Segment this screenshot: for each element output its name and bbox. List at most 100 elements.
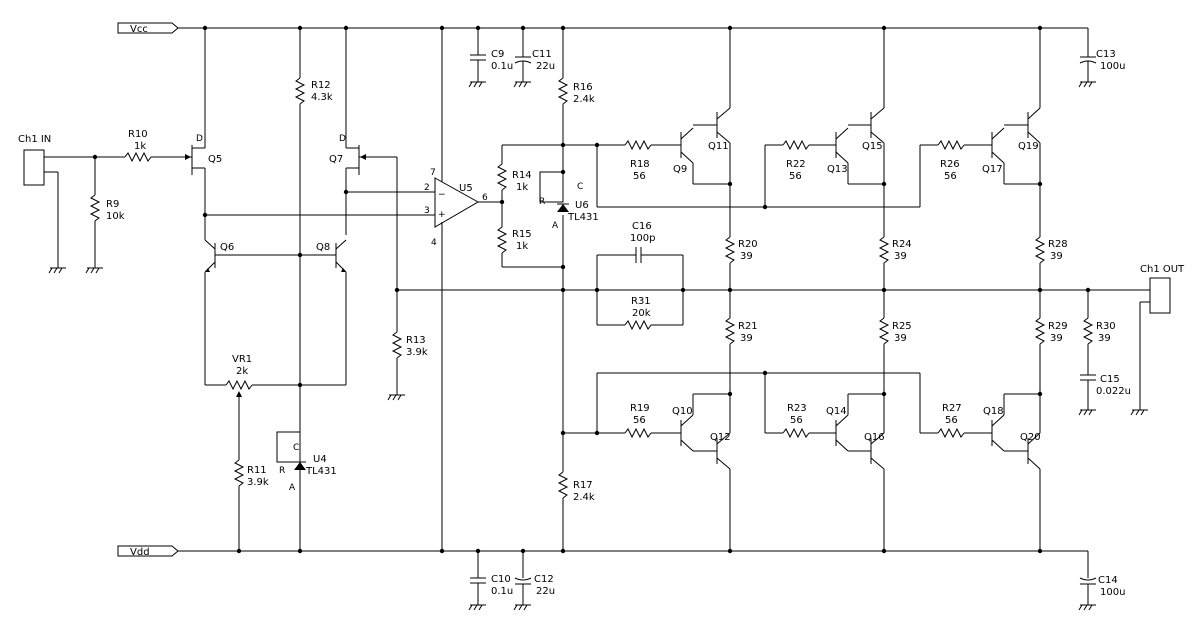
r16-ref: R16	[573, 82, 593, 93]
resistor-r16: R16 2.4k	[557, 28, 595, 178]
r14-ref: R14	[512, 170, 532, 181]
capacitor-c9: C9 0.1u	[468, 28, 513, 88]
u6-anode-pin: A	[552, 221, 559, 231]
q8-ref: Q8	[316, 242, 330, 253]
resistor-r12: R12 4.3k	[294, 28, 333, 432]
r9-value: 10k	[106, 211, 125, 222]
q5-ref: Q5	[208, 154, 222, 165]
r13-ref: R13	[406, 335, 426, 346]
q13-ref: Q13	[827, 164, 848, 175]
u6-value: TL431	[567, 212, 599, 223]
r24-ref: R24	[892, 239, 912, 250]
opamp-u5: U5 7 2 3 4 6 − +	[205, 28, 502, 551]
r21-value: 39	[740, 333, 753, 344]
c9-value: 0.1u	[491, 61, 513, 72]
c9-ref: C9	[491, 49, 504, 60]
r20-value: 39	[740, 251, 753, 262]
r19-ref: R19	[630, 403, 650, 414]
q10-ref: Q10	[672, 406, 693, 417]
u5-pin7: 7	[430, 168, 436, 178]
r17-ref: R17	[573, 480, 593, 491]
r25-value: 39	[894, 333, 907, 344]
resistor-r11: R11 3.9k	[233, 459, 269, 551]
r13-value: 3.9k	[406, 347, 428, 358]
q7-ref: Q7	[329, 154, 343, 165]
c10-value: 0.1u	[491, 586, 513, 597]
u5-plus: +	[438, 210, 446, 220]
r30-value: 39	[1098, 333, 1111, 344]
r19-value: 56	[633, 415, 646, 426]
r23-value: 56	[790, 415, 803, 426]
input-connector: Ch1 IN	[18, 134, 95, 274]
c15-ref: C15	[1100, 374, 1120, 385]
q7-drain-pin: D	[339, 134, 346, 144]
q14-ref: Q14	[826, 406, 847, 417]
u5-pin2: 2	[424, 183, 430, 193]
u6-cathode-pin: C	[577, 182, 583, 192]
c15-value: 0.022u	[1096, 386, 1131, 397]
junction-dots	[92, 25, 1091, 554]
c14-value: 100u	[1100, 587, 1125, 598]
c10-ref: C10	[491, 574, 511, 585]
capacitor-c12: C12 22u	[513, 551, 555, 611]
capacitor-c10: C10 0.1u	[468, 551, 513, 611]
r15-ref: R15	[512, 229, 532, 240]
r27-ref: R27	[942, 403, 962, 414]
resistor-r31: R31 20k	[597, 296, 683, 331]
output-connector-label: Ch1 OUT	[1140, 264, 1185, 275]
vdd-label: Vdd	[130, 547, 150, 558]
u4-cathode-pin: C	[293, 443, 299, 453]
q15-ref: Q15	[862, 141, 883, 152]
r28-ref: R28	[1048, 239, 1068, 250]
r20-ref: R20	[738, 239, 758, 250]
vr1-ref: VR1	[232, 354, 252, 365]
c13-value: 100u	[1100, 61, 1125, 72]
output-connector: Ch1 OUT	[1040, 264, 1185, 416]
u4-value: TL431	[305, 466, 337, 477]
u4-anode-pin: A	[289, 483, 296, 493]
vdd-rail: Vdd	[117, 545, 1088, 558]
q17-ref: Q17	[982, 164, 1003, 175]
u4-ref: U4	[313, 454, 327, 465]
c11-ref: C11	[532, 49, 552, 60]
q11-ref: Q11	[708, 141, 729, 152]
q18-ref: Q18	[983, 406, 1004, 417]
capacitor-c14: C14 100u	[1078, 551, 1125, 611]
u4-ref-pin: R	[279, 466, 285, 476]
r26-ref: R26	[940, 159, 960, 170]
resistor-r17: R17 2.4k	[557, 215, 595, 551]
r12-ref: R12	[311, 80, 331, 91]
capacitor-c15: C15 0.022u	[1078, 374, 1131, 416]
capacitor-c13: C13 100u	[1078, 28, 1125, 88]
r24-value: 39	[894, 251, 907, 262]
jfet-q7: D Q7	[329, 28, 397, 235]
stage-q13-q15: R22 56 Q13 Q15 R24 39	[765, 28, 912, 290]
stage-q10-q12: R19 56 Q10 Q12 R21 39	[624, 290, 758, 551]
shunt-reference-u4: R C A U4 TL431	[276, 431, 337, 551]
u5-minus: −	[438, 190, 446, 200]
c16-ref: C16	[632, 221, 652, 232]
q5-drain-pin: D	[196, 134, 203, 144]
resistor-r9: R9 10k	[85, 157, 125, 274]
r14-value: 1k	[516, 182, 528, 193]
input-connector-label: Ch1 IN	[18, 134, 51, 145]
r22-value: 56	[789, 171, 802, 182]
r10-ref: R10	[128, 129, 148, 140]
r26-value: 56	[944, 171, 957, 182]
capacitor-c11: C11 22u	[513, 28, 555, 88]
u5-pin4: 4	[431, 238, 437, 248]
q6-ref: Q6	[220, 242, 234, 253]
q16-ref: Q16	[864, 432, 885, 443]
r12-value: 4.3k	[311, 92, 333, 103]
u5-ref: U5	[459, 183, 473, 194]
r29-ref: R29	[1048, 321, 1068, 332]
r11-ref: R11	[247, 465, 267, 476]
q12-ref: Q12	[710, 432, 731, 443]
q20-ref: Q20	[1020, 432, 1041, 443]
resistor-r30: R30 39	[1082, 290, 1116, 375]
c16-value: 100p	[630, 233, 655, 244]
jfet-q5: D Q5	[180, 28, 222, 215]
r18-ref: R18	[630, 159, 650, 170]
r10-value: 1k	[134, 141, 146, 152]
